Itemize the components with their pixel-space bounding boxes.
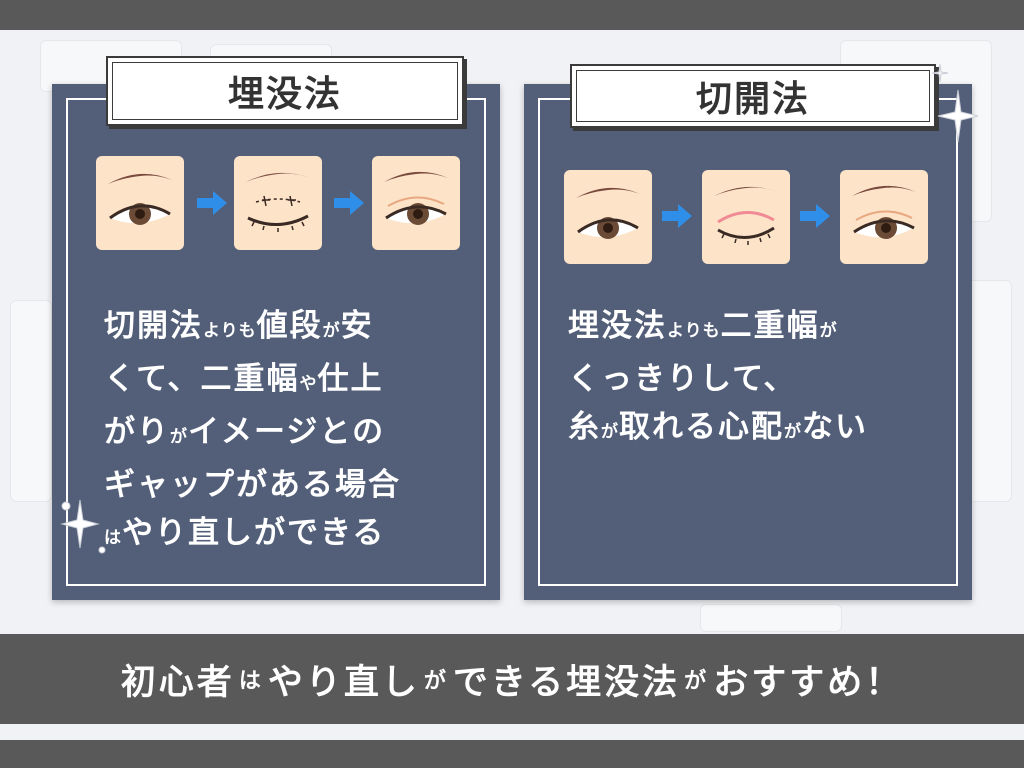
description-text: は (104, 528, 122, 548)
description-text: 安 (340, 308, 374, 344)
panel-title-box: 埋没法 (106, 56, 464, 126)
right-method-panel: 切開法 埋没法よりも二重幅がくっきり (524, 64, 972, 600)
step-before-card (96, 156, 184, 250)
description-text: よりも (203, 321, 257, 341)
description-text: よりも (667, 321, 721, 341)
left-method-panel: 埋没法 (52, 56, 500, 600)
description-line: 糸が取れる心配がない (568, 403, 868, 456)
description-text: イメージとの (188, 414, 386, 450)
banner-text: が (684, 669, 710, 694)
description-text: がり (104, 414, 170, 450)
arrow-right-icon (197, 191, 227, 215)
double-eyelid-eye-icon (852, 185, 916, 239)
description-line: はやり直しができる (104, 509, 401, 562)
step-stitch-card (234, 156, 322, 250)
description-text: 取れる心配 (619, 409, 784, 445)
description-text: が (784, 422, 802, 442)
description-line: ギャップがある場合 (104, 461, 401, 509)
description-text: 埋没法 (568, 308, 667, 344)
step-incision-card (702, 170, 790, 264)
description-line: がりがイメージとの (104, 408, 401, 461)
incision-eye-icon (714, 186, 778, 245)
panel-title: 切開法 (695, 78, 810, 120)
description-text: ギャップがある場合 (104, 467, 401, 503)
description-text: 二重幅 (720, 308, 820, 344)
top-bar (0, 0, 1024, 30)
step-result-card (840, 170, 928, 264)
before-eye-icon (108, 173, 172, 225)
description-text: が (170, 427, 188, 447)
title-inset-border (576, 70, 930, 122)
description-text: が (601, 422, 619, 442)
panel-title: 埋没法 (227, 73, 342, 115)
arrow-right-icon (334, 191, 364, 215)
description-line: 埋没法よりも二重幅が (568, 302, 868, 355)
recommendation-banner: 初心者はやり直しができる埋没法がおすすめ！ (0, 634, 1024, 724)
panel-description: 切開法よりも値段が安くて、二重幅や仕上がりがイメージとのギャップがある場合はやり… (104, 302, 401, 562)
panel-title-box: 切開法 (570, 64, 936, 128)
title-inset-border (112, 62, 458, 120)
description-text: が (322, 321, 341, 341)
background-tile (10, 300, 52, 502)
description-text: くっきりして、 (568, 361, 797, 397)
description-text: 仕上 (317, 361, 384, 397)
arrow-right-icon (662, 204, 692, 228)
before-eye-icon (576, 187, 640, 239)
double-eyelid-eye-icon (384, 171, 448, 225)
banner-text: おすすめ！ (713, 662, 904, 703)
description-text: 糸 (568, 409, 601, 445)
stitch-eye-icon (246, 172, 310, 232)
description-text: が (819, 321, 838, 341)
description-text: 切開法 (104, 308, 203, 344)
background-tile (700, 604, 842, 632)
bottom-bar (0, 740, 1024, 768)
description-text: ない (802, 409, 868, 445)
description-line: 切開法よりも値段が安 (104, 302, 401, 355)
step-before-card (564, 170, 652, 264)
step-result-card (372, 156, 460, 250)
description-line: くっきりして、 (568, 355, 868, 403)
banner-text: が (423, 669, 449, 694)
sparkle-icon (931, 63, 979, 143)
description-line: くて、二重幅や仕上 (104, 355, 401, 408)
description-text: 値段 (256, 308, 323, 344)
sparkle-icon (60, 499, 106, 554)
panel-description: 埋没法よりも二重幅がくっきりして、糸が取れる心配がない (568, 302, 868, 456)
arrow-right-icon (800, 204, 830, 228)
banner-text: は (238, 669, 264, 694)
description-text: くて、二重幅 (104, 361, 300, 397)
banner-text: やり直し (267, 662, 420, 703)
description-text: や (299, 374, 318, 394)
banner-text: できる埋没法 (452, 662, 681, 703)
banner-text: 初心者 (120, 662, 235, 703)
description-text: やり直しができる (122, 515, 386, 551)
